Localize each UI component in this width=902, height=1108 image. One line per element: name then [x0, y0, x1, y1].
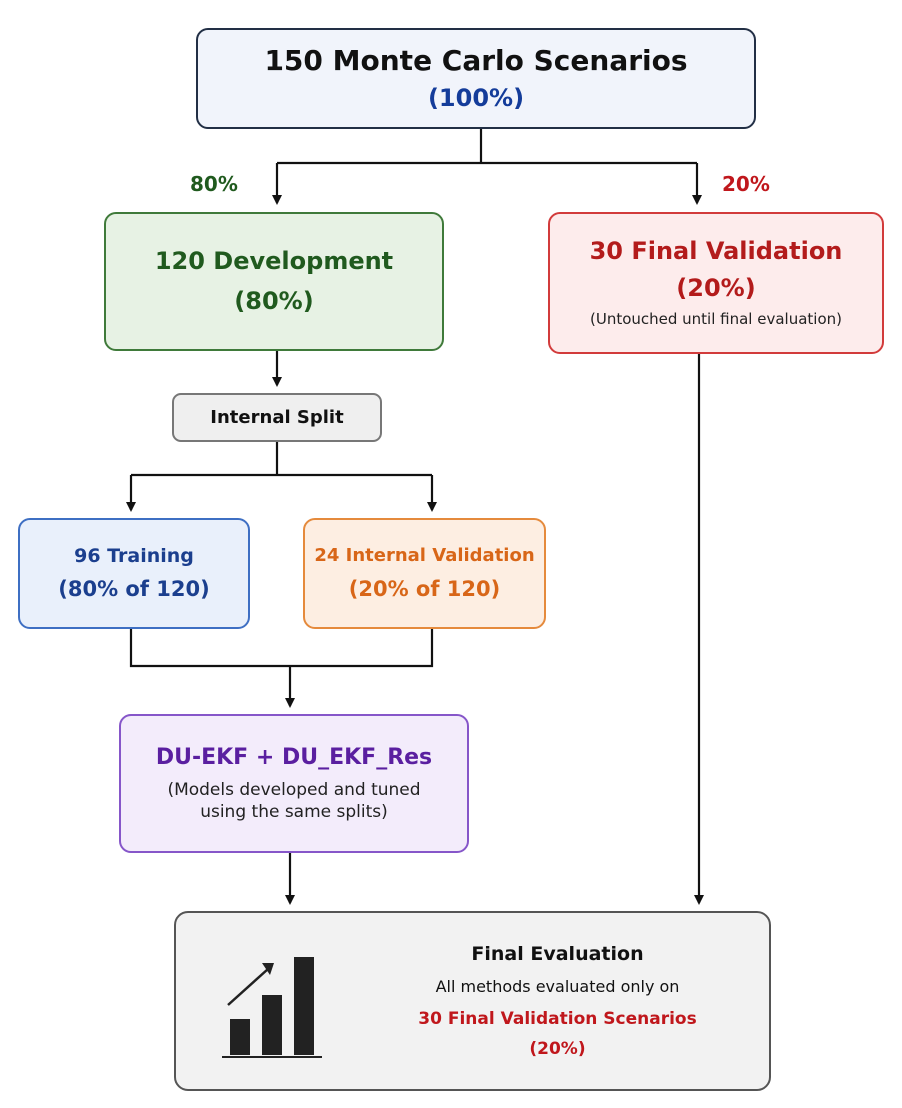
node-percentage: (80%)	[234, 286, 314, 315]
node-title: Final Evaluation	[471, 943, 644, 966]
node-percentage: (20%)	[529, 1038, 586, 1059]
connector-merge	[129, 629, 434, 668]
node-title: 96 Training	[74, 544, 194, 567]
node-note-line: (Models developed and tuned	[167, 779, 421, 800]
node-note-line: using the same splits)	[200, 801, 388, 822]
node-note: (Untouched until final evaluation)	[589, 310, 842, 329]
node-final-validation: 30 Final Validation (20%) (Untouched unt…	[548, 212, 884, 354]
node-title: 30 Final Validation	[589, 237, 843, 266]
node-title: DU-EKF + DU_EKF_Res	[155, 745, 433, 771]
node-internal-split: Internal Split	[172, 393, 382, 442]
node-internal-validation: 24 Internal Validation (20% of 120)	[303, 518, 546, 629]
node-development: 120 Development (80%)	[104, 212, 444, 351]
node-title: Internal Split	[210, 406, 344, 428]
node-highlight: 30 Final Validation Scenarios	[418, 1008, 697, 1029]
node-percentage: (100%)	[427, 84, 525, 113]
node-models: DU-EKF + DU_EKF_Res (Models developed an…	[119, 714, 469, 853]
node-title: 24 Internal Validation	[314, 545, 535, 567]
node-percentage: (20%)	[676, 274, 756, 303]
node-note: (Models developed and tuned using the sa…	[167, 779, 420, 823]
node-percentage: (20% of 120)	[348, 576, 501, 601]
edge-label-80: 80%	[190, 172, 238, 196]
node-training: 96 Training (80% of 120)	[18, 518, 250, 629]
node-percentage: (80% of 120)	[58, 577, 210, 602]
node-title: 150 Monte Carlo Scenarios	[264, 43, 688, 77]
node-title: 120 Development	[154, 247, 394, 276]
node-monte-carlo-scenarios: 150 Monte Carlo Scenarios (100%)	[196, 28, 756, 129]
bar-chart-growth-icon	[222, 957, 322, 1058]
node-description: All methods evaluated only on	[435, 976, 680, 996]
node-final-evaluation: Final Evaluation All methods evaluated o…	[174, 911, 771, 1091]
edge-label-20: 20%	[722, 172, 770, 196]
